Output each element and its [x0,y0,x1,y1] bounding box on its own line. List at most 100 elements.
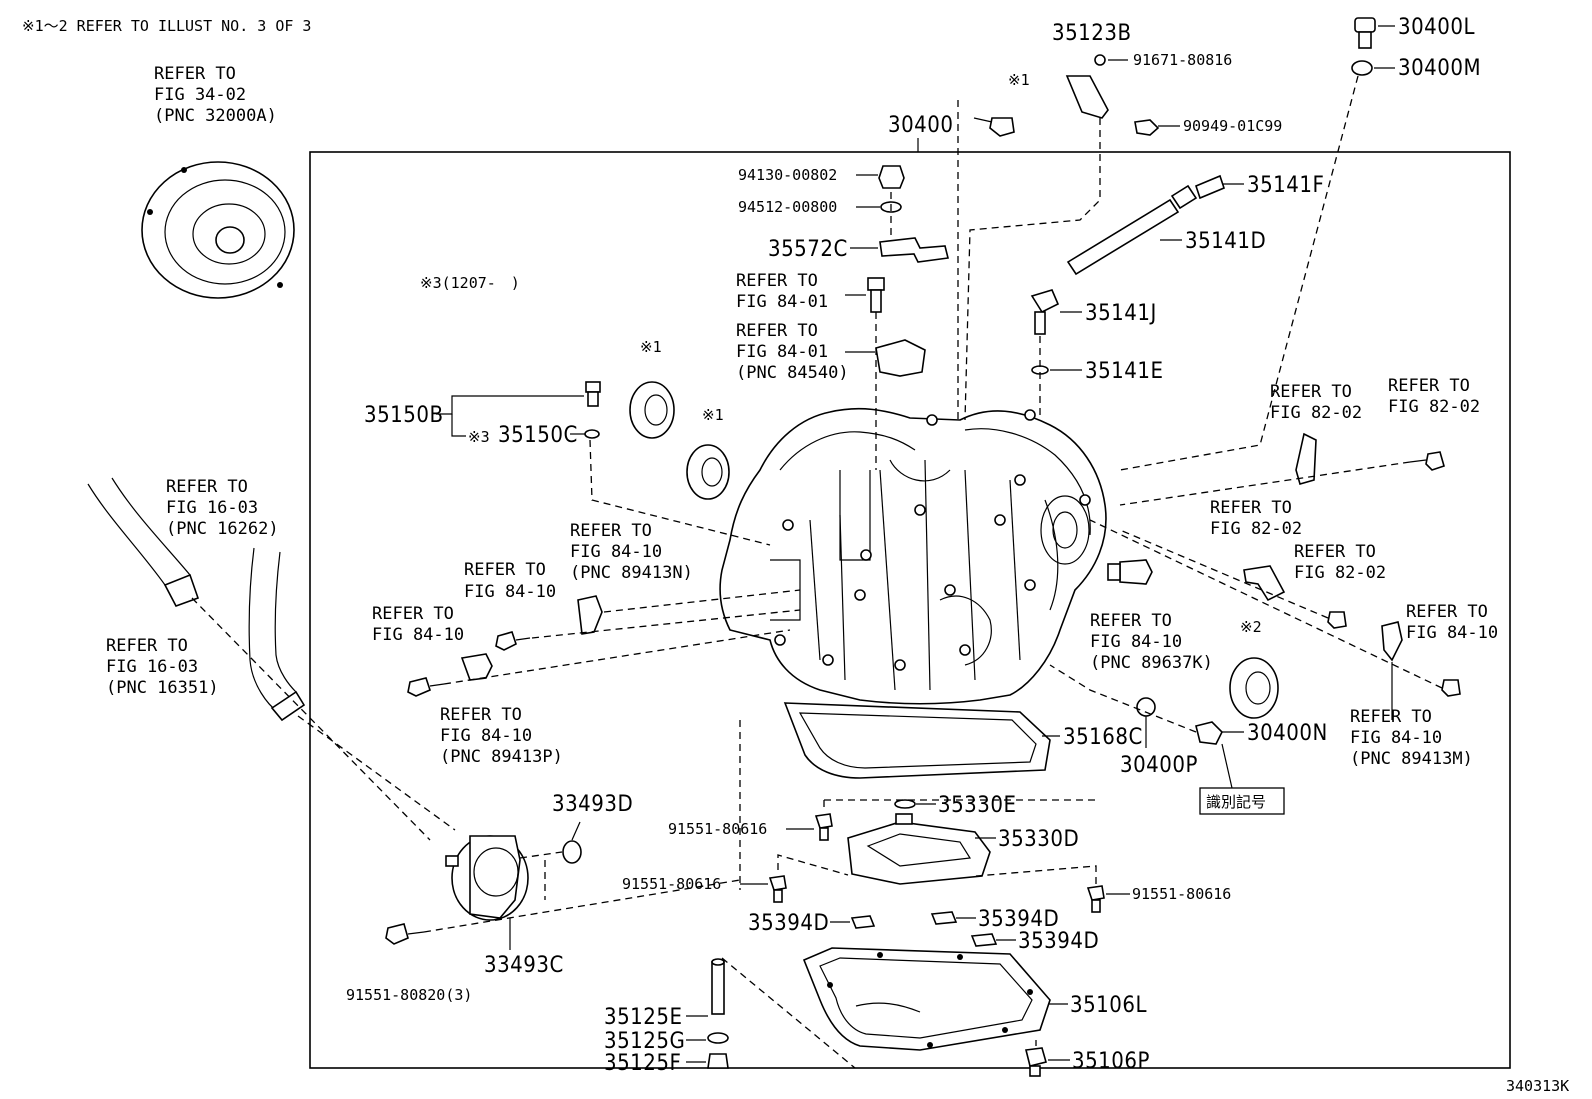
oil-seal-mark2 [1229,657,1279,719]
joint-35141j [1030,289,1060,335]
plug-35106p [1025,1047,1047,1077]
bolt-82-02-b [1409,451,1445,471]
lever-84540 [875,339,926,377]
label-91551-80820: 91551-80820(3) [346,986,472,1004]
oil-seal-b [686,444,730,500]
pad-35394d-b [930,911,958,925]
mark-1-seal-b: ※1 [702,406,724,424]
ref-82-02-a: REFER TO FIG 82-02 [1270,382,1362,423]
bolt-top-mark1 [973,117,1015,137]
label-35572c: 35572C [768,237,848,262]
ref-82-02-c: REFER TO FIG 82-02 [1210,498,1302,539]
label-35123b: 35123B [1052,21,1132,46]
assembly-frame [309,151,1511,1069]
ref-82-02-d: REFER TO FIG 82-02 [1294,542,1386,583]
hose-16351 [248,547,306,722]
bolt-84-10-a [495,631,531,651]
label-33493d: 33493D [552,792,633,817]
label-35106l: 35106L [1070,993,1147,1018]
bracket-82-02-c [1243,565,1286,602]
pad-35394d-c [970,933,998,947]
label-91551-80616-c: 91551-80616 [1132,885,1231,903]
plug-30400n [1195,721,1223,745]
clamp-90949 [1134,119,1160,136]
mark-1-seal-a: ※1 [640,338,662,356]
label-91671-80816: 91671-80816 [1133,51,1232,69]
tube-35125e [711,958,725,1015]
ref-84-10-a: REFER TO FIG 84-10 [464,560,556,602]
ref-84-10-89637k: REFER TO FIG 84-10 (PNC 89637K) [1090,611,1213,673]
gasket-30400m [1351,60,1373,76]
mark-1-top: ※1 [1008,71,1030,89]
label-91551-80616-b: 91551-80616 [622,875,721,893]
ref-hose-16351: REFER TO FIG 16-03 (PNC 16351) [106,636,219,698]
bracket-35572c [879,237,949,263]
ref-84-10-b: REFER TO FIG 84-10 [372,604,464,645]
bolt-91551-80616-a [814,813,833,841]
gasket-30400p [1136,697,1156,717]
sensor-89413p [460,653,493,681]
plug-35125f [707,1053,729,1069]
label-30400p: 30400P [1120,753,1198,778]
label-90949-01c99: 90949-01C99 [1183,117,1282,135]
bolt-91551-80616-b [768,875,787,903]
header-note: ※1～2 REFER TO ILLUST NO. 3 OF 3 [22,17,311,35]
oring-35330e [894,799,916,809]
hose-16262 [87,477,200,607]
mark-3-35150c: ※3 [468,428,490,446]
strainer-gasket-35168c [783,702,1051,779]
ref-84-10-89413n: REFER TO FIG 84-10 (PNC 89413N) [570,521,693,583]
id-mark-label: 識別記号 [1206,793,1266,811]
note-3: ※3(1207- ) [420,274,520,292]
label-35394d-a: 35394D [748,911,829,936]
label-35330d: 35330D [998,827,1079,852]
bolt-91551-80616-c [1086,885,1105,913]
label-35141d: 35141D [1185,229,1266,254]
label-35168c: 35168C [1063,725,1143,750]
bracket-35123b [1065,54,1109,119]
bolt-35141f [1195,174,1225,200]
footer-code: 340313K [1506,1077,1569,1095]
label-35141j: 35141J [1085,301,1157,326]
sensor-89413m [1381,621,1403,662]
oring-35150c [584,429,600,439]
oil-pan-35106l [802,947,1051,1051]
label-35141e: 35141E [1085,359,1163,384]
label-35125g: 35125G [604,1029,685,1054]
bolt-91551-80820 [385,923,425,945]
label-35125f: 35125F [604,1051,681,1076]
bracket-82-02-a [1295,432,1317,485]
gasket-35125g [707,1032,729,1044]
label-35141f: 35141F [1247,173,1324,198]
label-30400n: 30400N [1247,721,1328,746]
ref-84-10-89413m: REFER TO FIG 84-10 (PNC 89413M) [1350,707,1473,769]
label-94512-00800: 94512-00800 [738,198,837,216]
ref-84-10-89413p: REFER TO FIG 84-10 (PNC 89413P) [440,705,563,767]
label-30400: 30400 [888,113,953,138]
bolt-82-02-d [1327,611,1347,629]
ref-82-02-b: REFER TO FIG 82-02 [1388,376,1480,417]
label-35330e: 35330E [938,793,1016,818]
label-30400l: 30400L [1398,15,1475,40]
ref-84-01-b: REFER TO FIG 84-01 (PNC 84540) [736,321,849,383]
label-35394d-c: 35394D [1018,929,1099,954]
ref-84-10-right: REFER TO FIG 84-10 [1406,602,1498,643]
label-35150b: 35150B [364,403,444,428]
ref-torque-converter: REFER TO FIG 34-02 (PNC 32000A) [154,64,277,126]
pad-35394d-a [850,915,876,929]
bolt-84-01 [867,277,885,313]
id-mark-box [1199,787,1285,815]
label-30400m: 30400M [1398,56,1481,81]
label-35125e: 35125E [604,1005,682,1030]
label-35106p: 35106P [1072,1049,1150,1074]
label-35150c: 35150C [498,423,578,448]
label-33493c: 33493C [484,953,564,978]
shift-rod-35141d [1066,184,1198,276]
mark-2: ※2 [1240,618,1262,636]
label-35394d-b: 35394D [978,907,1059,932]
plug-30400l [1354,17,1376,49]
nut-94130 [878,165,905,189]
label-91551-80616-a: 91551-80616 [668,820,767,838]
bolt-84-10-b [407,677,445,697]
transaxle-case [719,407,1107,705]
